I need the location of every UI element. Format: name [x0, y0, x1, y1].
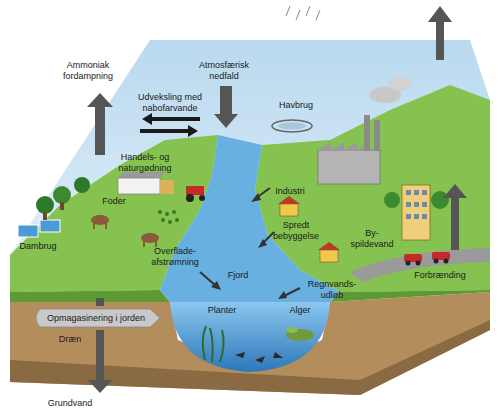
- area-label: Fjord: [218, 270, 258, 281]
- area-label: Ammoniak fordampning: [56, 60, 120, 82]
- area-label: Grundvand: [35, 398, 105, 409]
- area-label: Forbrænding: [408, 270, 472, 281]
- area-label: Overflade- afstrømning: [145, 246, 205, 268]
- area-label: Dræn: [52, 334, 88, 345]
- area-label: Havbrug: [266, 100, 326, 111]
- area-label: Atmosfærisk nedfald: [193, 60, 255, 82]
- area-label: Alger: [282, 305, 318, 316]
- area-label: Foder: [94, 196, 134, 207]
- area-label: Spredt bebyggelse: [267, 220, 325, 242]
- area-label: Dambrug: [10, 241, 66, 252]
- area-label: Opmagasinering i jorden: [37, 313, 155, 324]
- area-label: Udveksling med nabofarvande: [129, 92, 211, 114]
- area-label: Planter: [200, 305, 244, 316]
- area-label: Handels- og naturgødning: [111, 152, 179, 174]
- area-label: Industri: [265, 186, 315, 197]
- area-label: By- spildevand: [345, 228, 399, 250]
- area-label: Regnvands- udløb: [304, 279, 360, 301]
